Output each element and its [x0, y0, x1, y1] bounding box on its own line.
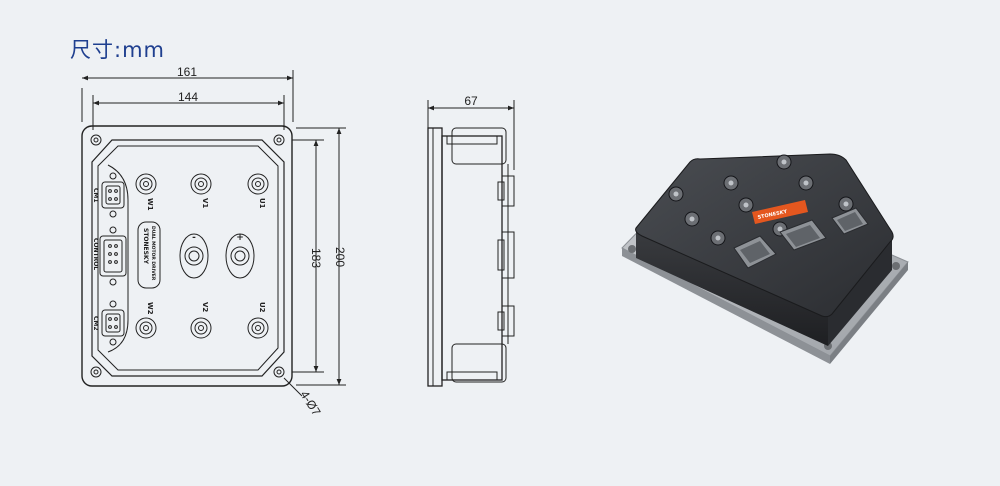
- dim-label-200: 200: [333, 247, 347, 267]
- front-view-labels: 161 144 183 200 4-Ø7 W1 V1 U1 W2 V2 U2 -…: [92, 65, 347, 418]
- dimension-height-183: [292, 139, 324, 373]
- dim-label-161: 161: [177, 65, 197, 79]
- connector-cm2: [101, 300, 125, 346]
- dim-label-183: 183: [309, 248, 323, 268]
- terminal-label-u1: U1: [258, 198, 266, 209]
- front-view: [81, 70, 346, 397]
- hole-note: 4-Ø7: [297, 388, 323, 418]
- logo-text: STONESKY: [142, 228, 149, 265]
- dim-label-144: 144: [178, 90, 198, 104]
- housing-inner-edge: [97, 145, 279, 371]
- dim-label-67: 67: [464, 94, 478, 108]
- terminal-label-v1: V1: [201, 198, 209, 208]
- power-terminal-negative: [179, 233, 209, 279]
- connector-label-cm1: CM1: [92, 188, 99, 203]
- dimension-depth-67: [427, 100, 515, 170]
- product-photo: STONESKY: [621, 153, 909, 364]
- side-terminal-block-top: [451, 127, 507, 165]
- housing-body: [91, 139, 285, 377]
- dimension-width-161: [81, 70, 294, 122]
- dimension-width-144: [92, 95, 285, 130]
- terminal-v2: [190, 317, 212, 339]
- dimension-height-200: [296, 127, 346, 386]
- brand-text: DUAL MOTOR DRIVER: [150, 226, 156, 281]
- logo-plate: [137, 221, 161, 289]
- terminal-u1: [247, 173, 269, 195]
- terminal-label-w1: W1: [146, 198, 154, 211]
- connector-control: [99, 226, 127, 286]
- connector-strip-edge: [107, 164, 129, 353]
- terminal-w2: [135, 317, 157, 339]
- terminal-label-w2: W2: [146, 302, 154, 315]
- outer-flange: [81, 125, 293, 387]
- side-view: [427, 100, 515, 387]
- power-label-negative: -: [192, 233, 196, 243]
- terminal-label-u2: U2: [258, 302, 266, 313]
- side-body: [441, 135, 503, 381]
- mounting-holes: [90, 134, 285, 378]
- hole-note-leader: [283, 377, 303, 397]
- connector-label-cm2: CM2: [92, 316, 99, 331]
- terminal-w1: [135, 173, 157, 195]
- terminal-v1: [190, 173, 212, 195]
- connector-cm1: [101, 172, 125, 218]
- terminal-label-v2: V2: [201, 302, 209, 312]
- terminal-u2: [247, 317, 269, 339]
- power-label-positive: +: [236, 233, 244, 243]
- page-title: 尺寸:mm: [70, 38, 165, 62]
- connector-label-control: CONTROL: [92, 238, 99, 270]
- side-base-plate: [427, 127, 443, 387]
- side-terminal-block-bottom: [451, 343, 507, 383]
- power-terminal-positive: [225, 233, 255, 279]
- photo-sticker: STONESKY: [752, 200, 808, 224]
